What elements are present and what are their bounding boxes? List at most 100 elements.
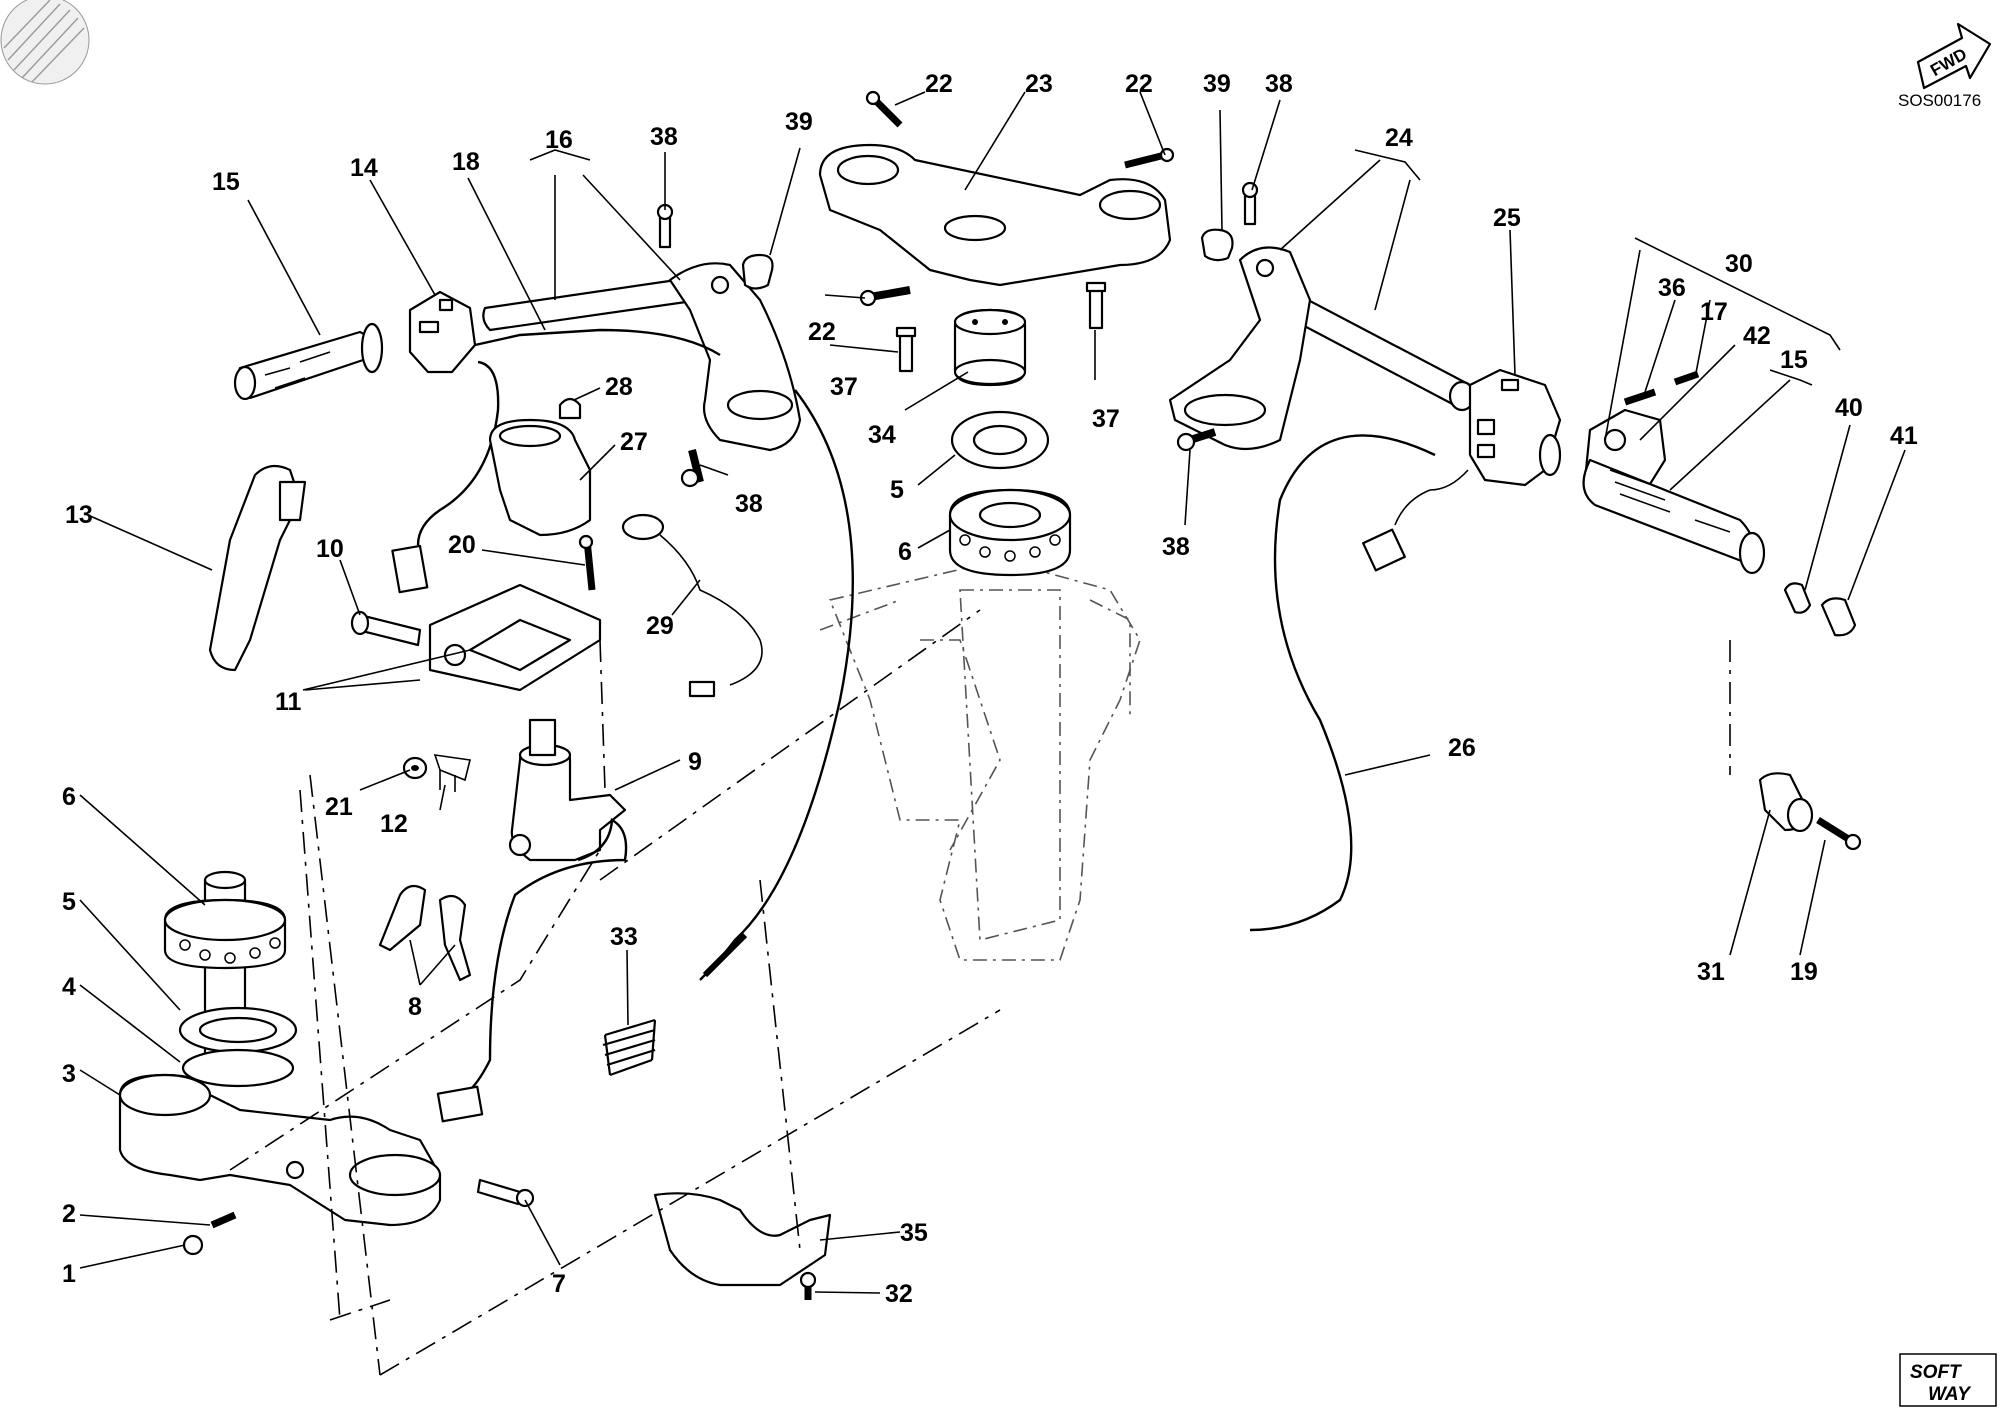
callout-37: 37 [1092, 405, 1120, 433]
screw-32 [799, 1271, 817, 1300]
right-switch-connector [1362, 528, 1406, 572]
callout-22: 22 [925, 70, 953, 98]
callout-42: 42 [1743, 322, 1771, 350]
callout-38: 38 [1162, 533, 1190, 561]
bearing-6-center [948, 488, 1072, 577]
svg-text:WAY: WAY [1928, 1384, 1972, 1405]
weight-41 [1820, 597, 1857, 637]
right-grip-15 [1582, 458, 1766, 575]
screw-38-d [1176, 428, 1217, 452]
insert-40 [1783, 582, 1812, 614]
callout-36: 36 [1658, 274, 1686, 302]
callout-10: 10 [316, 535, 344, 563]
bolt-10 [350, 610, 422, 647]
left-grip-15 [233, 322, 384, 401]
callout-15: 15 [1780, 346, 1808, 374]
callout-38: 38 [1265, 70, 1293, 98]
callout-6: 6 [62, 783, 76, 811]
callout-11: 11 [275, 688, 302, 716]
washer-21 [402, 756, 428, 780]
svg-text:SOFT: SOFT [1910, 1362, 1962, 1383]
upper-triple-clamp [818, 143, 1172, 287]
callout-39: 39 [785, 108, 813, 136]
screw-36 [1623, 388, 1657, 406]
left-switch-connector [391, 544, 429, 594]
callout-23: 23 [1025, 70, 1053, 98]
choke-cable [699, 389, 854, 981]
callout-14: 14 [350, 154, 378, 182]
callout-8: 8 [408, 993, 422, 1021]
left-handlebar-tube [482, 276, 703, 332]
screw-38-c [680, 449, 704, 488]
callout-22: 22 [1125, 70, 1153, 98]
nut-1 [182, 1234, 204, 1256]
fwd-arrow-icon: FWD [1916, 22, 1992, 90]
callout-21: 21 [325, 793, 353, 821]
cable-18 [474, 328, 721, 357]
callout-16: 16 [545, 126, 573, 154]
left-switch-wire [416, 360, 500, 546]
callout-3: 3 [62, 1060, 76, 1088]
callout-20: 20 [448, 531, 476, 559]
bolt-2 [210, 1211, 237, 1229]
callout-2: 2 [62, 1200, 76, 1228]
screw-38-b [1241, 181, 1259, 226]
left-clamp-riser [668, 262, 802, 452]
cap-39-left [741, 253, 774, 290]
callout-29: 29 [646, 612, 674, 640]
bolt-22-right-top [1124, 147, 1175, 169]
pin-37-right [1085, 281, 1107, 330]
bar-end-31 [1758, 772, 1814, 833]
callout-7: 7 [552, 1270, 566, 1298]
washer-5-lower [178, 1006, 298, 1054]
callout-6: 6 [898, 538, 912, 566]
spring-33 [602, 1018, 657, 1077]
callout-17: 17 [1700, 298, 1728, 326]
bolt-22-left-top [865, 90, 903, 128]
steering-nut-34 [953, 308, 1027, 387]
ignition-cover-27 [488, 418, 592, 537]
lever-13 [208, 464, 307, 672]
callout-18: 18 [452, 148, 480, 176]
right-switch-wire [1394, 469, 1469, 526]
frame-outline-ghost [819, 559, 1141, 961]
callout-33: 33 [610, 923, 638, 951]
screw-17 [1673, 370, 1700, 386]
callout-32: 32 [885, 1280, 913, 1308]
bolt-22-lower [859, 286, 911, 307]
callout-31: 31 [1697, 958, 1725, 986]
callout-15: 15 [212, 168, 240, 196]
callout-27: 27 [620, 428, 648, 456]
callout-30: 30 [1725, 250, 1753, 278]
right-clamp-riser [1168, 246, 1312, 451]
sensor-29 [621, 513, 763, 698]
callout-28: 28 [605, 373, 633, 401]
throttle-cable-26 [1249, 434, 1436, 932]
callout-labels: 15 14 18 16 38 39 22 23 22 39 38 24 25 3… [62, 70, 1918, 1308]
clip-12 [433, 754, 471, 792]
callout-9: 9 [688, 748, 702, 776]
callout-38: 38 [735, 490, 763, 518]
callout-13: 13 [65, 501, 93, 529]
callout-34: 34 [868, 421, 896, 449]
cable-end-fitting [702, 932, 748, 978]
callout-4: 4 [62, 973, 76, 1001]
screw-38-a [656, 203, 674, 249]
callout-40: 40 [1835, 394, 1863, 422]
ignition-connector [436, 1085, 484, 1123]
callout-25: 25 [1493, 204, 1521, 232]
callout-5: 5 [62, 888, 76, 916]
seal-4 [181, 1048, 295, 1088]
leader-lines [79, 91, 1906, 1294]
drawing-code: SOS00176 [1898, 91, 1981, 110]
shield-plate-35 [653, 1192, 832, 1287]
callout-12: 12 [380, 810, 408, 838]
cap-39-right [1200, 228, 1234, 262]
screw-19 [1816, 817, 1862, 851]
ignition-wire [469, 818, 628, 1091]
corner-circle-mark [0, 0, 90, 85]
alignment-lines [229, 609, 1731, 1376]
callout-38: 38 [650, 123, 678, 151]
left-switch-14 [408, 290, 477, 374]
